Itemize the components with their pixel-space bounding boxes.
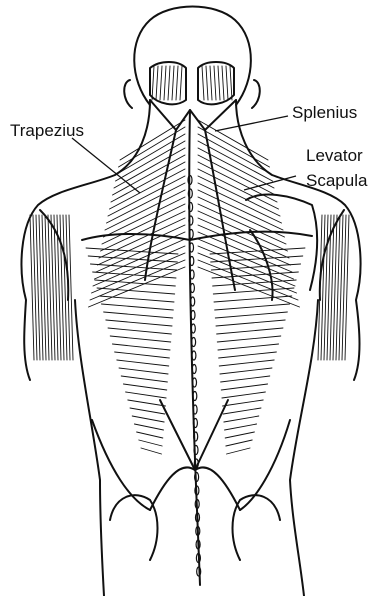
latissimus-fiber (110, 336, 171, 342)
occipital-fiber (164, 66, 166, 100)
vertebra (190, 257, 194, 266)
occipital-fiber (214, 66, 216, 100)
latissimus-fiber (219, 360, 274, 366)
latissimus-fiber (99, 296, 174, 302)
latissimus-fiber (117, 360, 169, 366)
head (124, 7, 260, 109)
latissimus-fiber (212, 272, 298, 278)
occipital-fiber (156, 66, 158, 100)
occipital-fiber (226, 66, 228, 100)
vertebra (191, 324, 195, 333)
occipital-fiber (230, 66, 232, 100)
latissimus-fiber (130, 408, 165, 414)
latissimus-fiber (221, 376, 270, 382)
vertebra (194, 432, 198, 441)
vertebra (189, 203, 193, 212)
latissimus-fiber (137, 432, 163, 438)
latissimus-fiber (126, 392, 167, 398)
latissimus-fiber (123, 384, 166, 390)
vertebra (190, 270, 194, 279)
latissimus-fiber (210, 248, 305, 254)
levator-label-line2: Scapula (306, 171, 368, 190)
latissimus-fiber (104, 312, 173, 318)
vertebra (189, 216, 193, 225)
occipital-fiber (210, 66, 212, 100)
latissimus-fiber (88, 256, 177, 262)
occipital-fiber (222, 66, 224, 100)
latissimus-fiber (217, 328, 283, 334)
occipital-muscles (150, 62, 234, 104)
latissimus-fiber (215, 312, 287, 318)
latissimus-fiber (226, 440, 252, 446)
splenius-label: Splenius (292, 103, 357, 122)
occipital-fiber (176, 66, 178, 100)
latissimus-fiber (108, 328, 171, 334)
deltoid-right (318, 215, 349, 360)
vertebra (193, 392, 197, 401)
vertebra (193, 378, 197, 387)
levator-label-line1: Levator (306, 146, 363, 165)
splenius-leader (215, 116, 288, 131)
latissimus-fiber (225, 432, 254, 438)
vertebra (190, 284, 194, 293)
latissimus-fiber (134, 424, 163, 430)
latissimus-fiber (224, 416, 259, 422)
latissimus-fiber (222, 392, 266, 398)
vertebra (193, 405, 197, 414)
latissimus-fiber (211, 264, 300, 270)
vertebra (188, 189, 192, 198)
latissimus-fiber (219, 352, 277, 358)
vertebra (192, 365, 196, 374)
vertebra (189, 230, 193, 239)
latissimus-fiber (115, 352, 170, 358)
latissimus-fiber (213, 280, 297, 286)
latissimus-fiber (132, 416, 164, 422)
trapezius-label: Trapezius (10, 121, 84, 140)
latissimus-fiber (121, 376, 167, 382)
deltoid-left (30, 215, 73, 360)
occipital-fiber (218, 66, 220, 100)
vertebra (194, 446, 198, 455)
latissimus-fiber (101, 304, 173, 310)
latissimus-fiber (217, 336, 281, 342)
latissimus-fiber (139, 440, 162, 446)
latissimus-fiber (106, 320, 172, 326)
latissimus-fiber (97, 288, 175, 294)
latissimus-fiber (93, 272, 176, 278)
vertebra (190, 243, 194, 252)
occipital-fiber (180, 66, 182, 100)
vertebra (191, 297, 195, 306)
latissimus-fiber (141, 448, 162, 454)
vertebra (191, 311, 195, 320)
latissimus-fiber (225, 424, 257, 430)
vertebra (192, 338, 196, 347)
latissimus-fiber (220, 368, 272, 374)
scapula-right (246, 195, 317, 300)
occipital-fiber (206, 66, 208, 100)
latissimus-fiber (227, 448, 251, 454)
occipital-fiber (202, 66, 204, 100)
spine (188, 110, 201, 585)
vertebra (192, 351, 196, 360)
latissimus-fiber (112, 344, 170, 350)
latissimus-fiber (221, 384, 267, 390)
occipital-fiber (168, 66, 170, 100)
latissimus-fiber (218, 344, 279, 350)
latissimus-fiber (215, 304, 290, 310)
latissimus-fiber (223, 408, 261, 414)
occipital-fiber (152, 66, 154, 100)
latissimus-fiber (216, 320, 285, 326)
occipital-fiber (172, 66, 174, 100)
vertebra (193, 419, 197, 428)
latissimus-fiber (119, 368, 168, 374)
occipital-fiber (160, 66, 162, 100)
